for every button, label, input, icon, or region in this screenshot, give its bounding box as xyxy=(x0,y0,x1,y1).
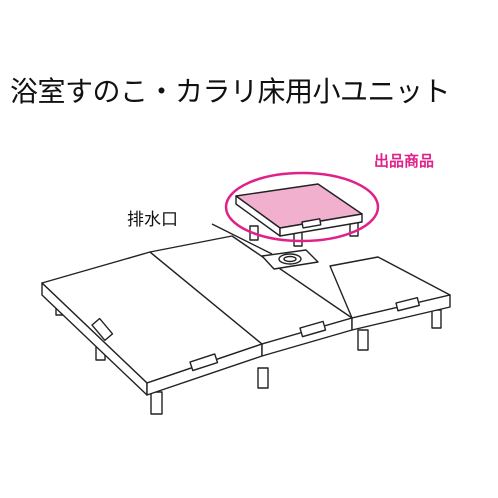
small-unit-product xyxy=(235,183,363,247)
right-floor-panel xyxy=(329,256,451,331)
drain-label: 排水口 xyxy=(127,210,178,230)
product-label: 出品商品 xyxy=(374,152,435,170)
highlight-ellipse xyxy=(224,171,380,243)
page-title: 浴室すのこ・カラリ床用小ユニット xyxy=(10,75,451,108)
drain-outlet xyxy=(261,249,319,270)
drain-leader-line xyxy=(211,223,273,255)
